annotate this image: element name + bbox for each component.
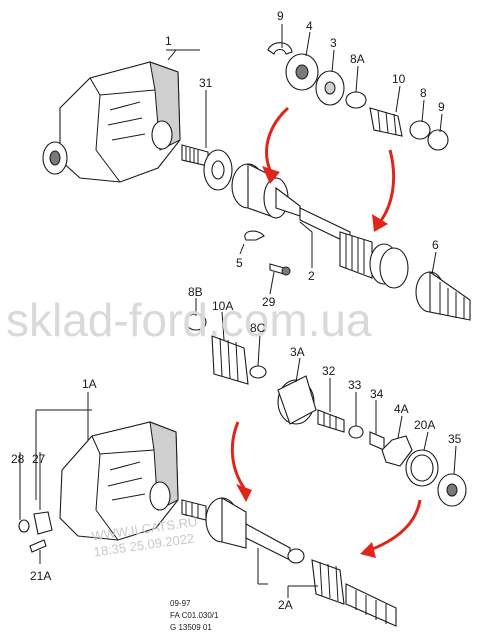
callout-33: 33: [348, 378, 362, 392]
callout-8A: 8A: [350, 52, 365, 66]
callout-9-top: 9: [277, 9, 284, 23]
callout-8B: 8B: [188, 285, 203, 299]
differential-housing-top: [42, 61, 181, 183]
callout-4: 4: [306, 19, 313, 33]
callout-28: 28: [11, 452, 25, 466]
stub-shaft-31: [181, 144, 233, 191]
callout-8C: 8C: [250, 321, 266, 335]
callout-2: 2: [308, 269, 315, 283]
callout-31: 31: [199, 76, 213, 90]
callout-4A: 4A: [394, 402, 409, 416]
driveshaft-top: [231, 163, 409, 289]
footer-date: 09-97: [170, 599, 191, 608]
top-small-parts: [267, 42, 449, 151]
footer-code: G 13509 01: [170, 623, 212, 632]
leader-lines: [19, 24, 457, 598]
callout-8: 8: [420, 86, 427, 100]
driveshaft-bottom: [181, 497, 397, 627]
differential-housing-bottom: [59, 421, 179, 541]
callout-labels: 9 4 3 8A 10 8 9 1 31 6 5 2 29 8B 10A 8C …: [11, 9, 462, 612]
middle-cv-parts: [185, 313, 467, 507]
assembly-arrows: [230, 106, 422, 558]
bushes-28-27-bolt-21A: [18, 511, 53, 553]
clip-5-and-bolt-29: [244, 230, 291, 276]
callout-2A: 2A: [278, 598, 293, 612]
watermark-main: sklad-ford.com.ua: [6, 294, 372, 346]
callout-34: 34: [370, 387, 384, 401]
callout-29: 29: [262, 295, 276, 309]
callout-27: 27: [32, 452, 46, 466]
callout-35: 35: [448, 432, 462, 446]
callout-6: 6: [432, 238, 439, 252]
callout-10: 10: [392, 72, 406, 86]
callout-5: 5: [236, 256, 243, 270]
callout-3A: 3A: [290, 345, 305, 359]
callout-21A: 21A: [30, 569, 51, 583]
output-flange-6: [415, 270, 471, 321]
callout-1A: 1A: [82, 377, 97, 391]
callout-1: 1: [165, 34, 172, 48]
callout-10A: 10A: [212, 299, 233, 313]
callout-9-right: 9: [438, 100, 445, 114]
footer-ref: FA C01.030/1: [170, 611, 219, 620]
callout-3: 3: [330, 36, 337, 50]
callout-20A: 20A: [414, 418, 435, 432]
drawing-reference: 09-97 FA C01.030/1 G 13509 01: [170, 599, 219, 632]
callout-32: 32: [322, 364, 336, 378]
